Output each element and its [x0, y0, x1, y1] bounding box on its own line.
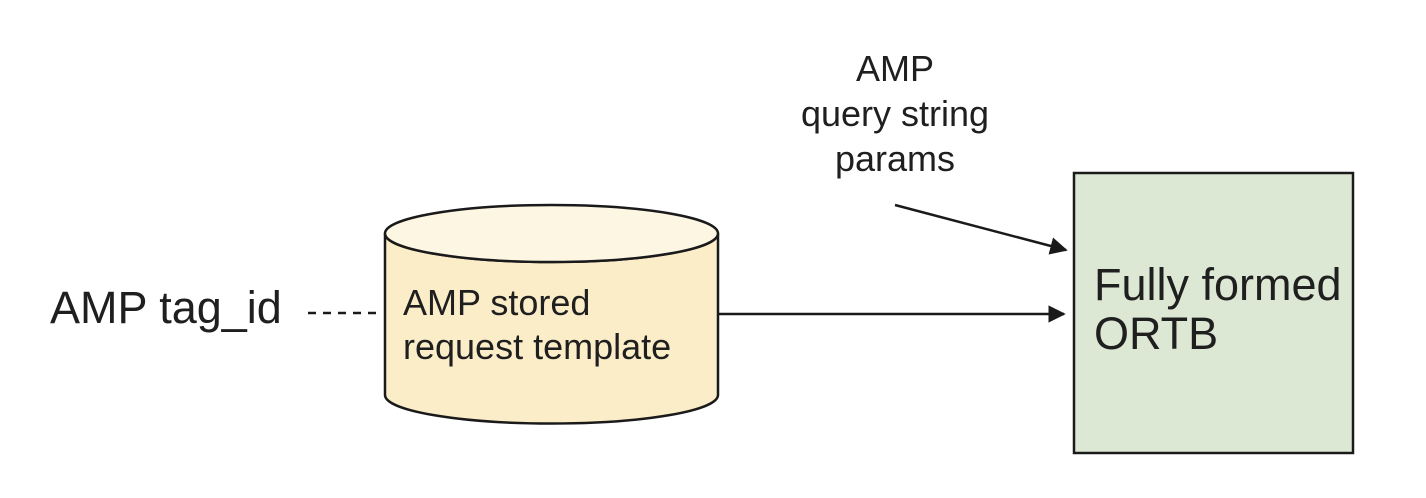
- tag-id-label: AMP tag_id: [50, 282, 282, 333]
- stored-request-label: AMP stored request template: [403, 282, 672, 367]
- stored-request-cylinder-top: [383, 203, 720, 264]
- ortb-label: Fully formed ORTB: [1094, 259, 1342, 359]
- query-params-label: AMP query string params: [800, 48, 990, 179]
- queryparams-to-ortb-arrow: [894, 203, 1068, 255]
- ortb-box: [1072, 171, 1355, 455]
